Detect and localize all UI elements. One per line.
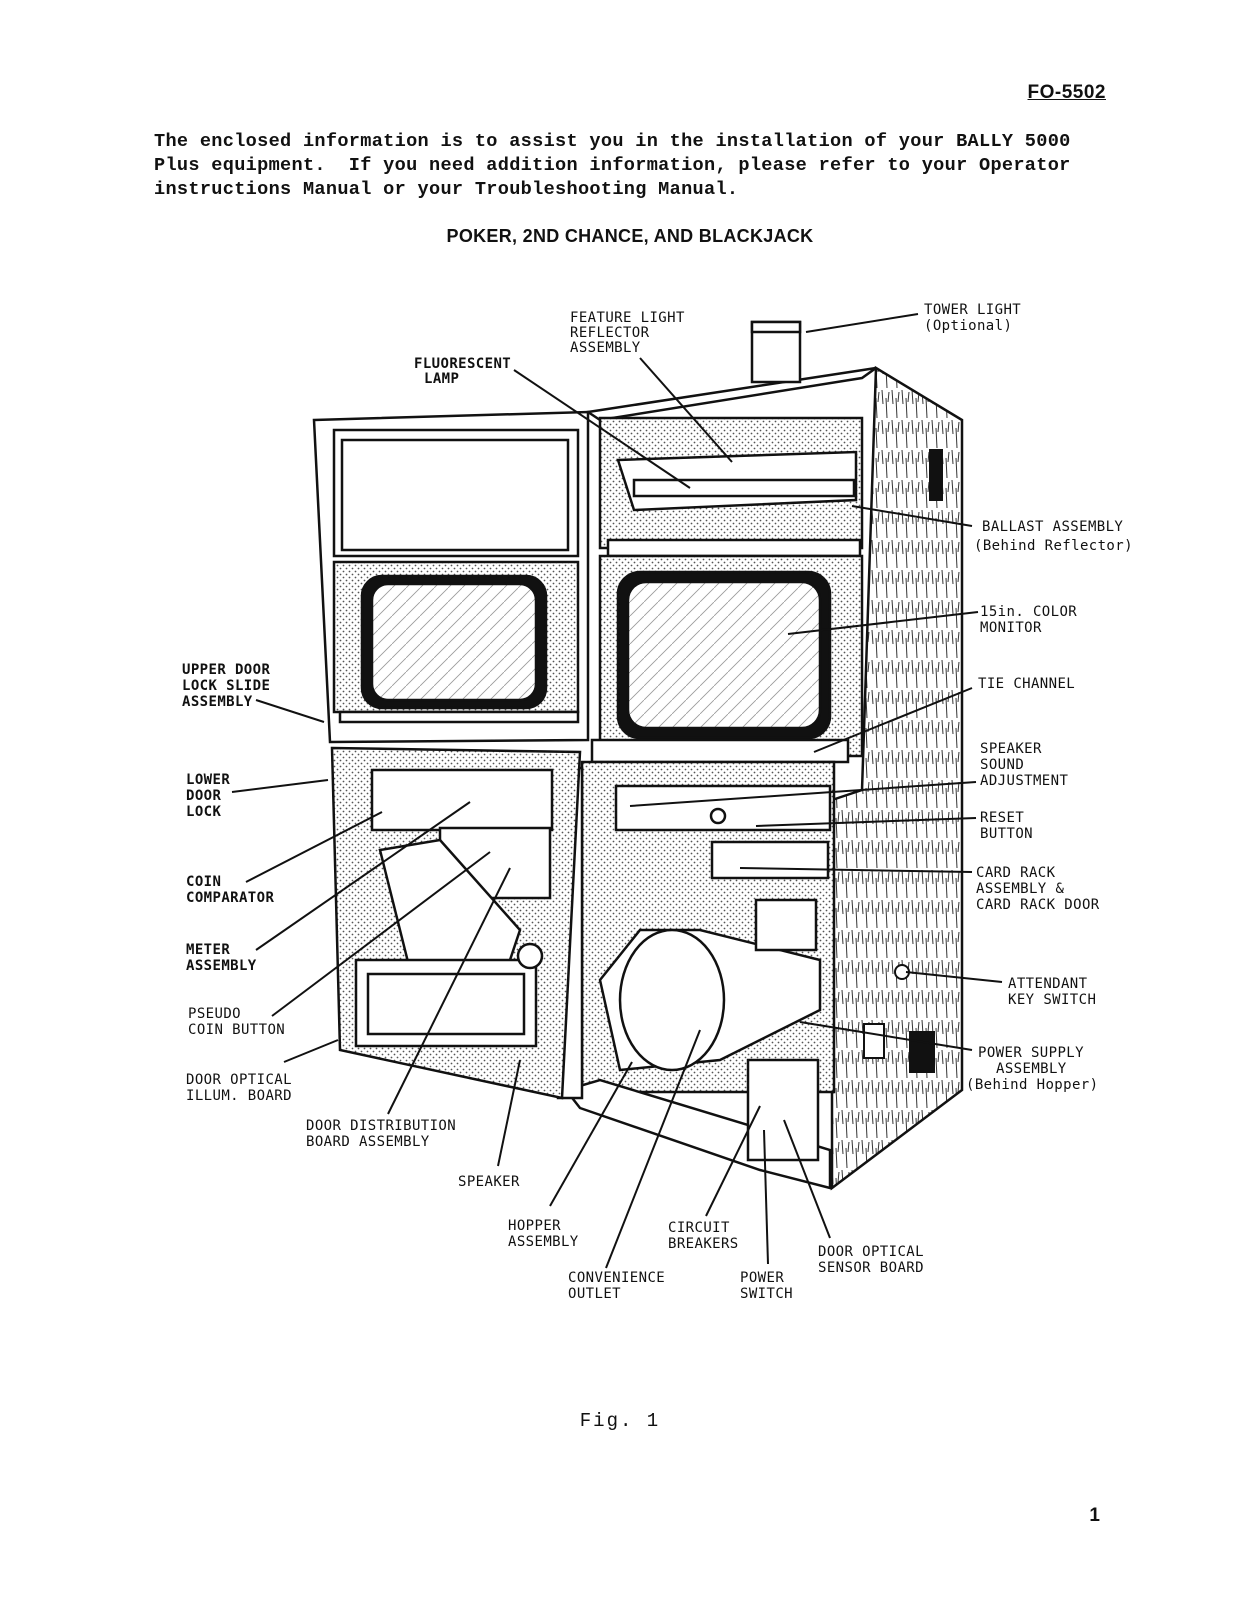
label-door-distribution: DOOR DISTRIBUTION BOARD ASSEMBLY xyxy=(306,1118,465,1150)
leader-pseudo xyxy=(271,851,491,1017)
leader-lower-door xyxy=(231,779,329,793)
leader-reset xyxy=(755,817,977,827)
leader-tie-channel xyxy=(813,687,973,753)
label-tie-channel: TIE CHANNEL xyxy=(978,676,1075,692)
leader-card-rack xyxy=(739,867,973,873)
label-lower-door-lock: LOWER DOOR LOCK xyxy=(186,772,239,820)
callout-labels: TOWER LIGHT (Optional) FEATURE LIGHT REF… xyxy=(182,302,1133,1302)
label-meter-assembly: METER ASSEMBLY xyxy=(186,942,257,974)
label-speaker-sound: SPEAKER SOUND ADJUSTMENT xyxy=(980,741,1068,789)
leader-ballast xyxy=(851,505,973,527)
intro-paragraph: The enclosed information is to assist yo… xyxy=(154,130,1114,202)
label-convenience-outlet: CONVENIENCE OUTLET xyxy=(568,1270,674,1302)
label-tower-light: TOWER LIGHT (Optional) xyxy=(924,302,1030,334)
leader-meter xyxy=(255,801,471,951)
leader-attendant xyxy=(905,971,1003,983)
leader-upper-door xyxy=(255,699,325,723)
tower-light-shape xyxy=(750,320,802,384)
label-hopper-assembly: HOPPER ASSEMBLY xyxy=(508,1218,579,1250)
leader-monitor xyxy=(787,611,979,635)
page-number: 1 xyxy=(1089,1505,1100,1526)
leader-power-supply xyxy=(799,1021,973,1051)
label-speaker: SPEAKER xyxy=(458,1174,520,1190)
side-panel-details xyxy=(863,449,943,1073)
leader-speaker-sound xyxy=(629,781,977,807)
leader-door-opt-illum xyxy=(283,1039,339,1063)
leader-door-dist xyxy=(387,867,511,1115)
section-heading: POKER, 2ND CHANCE, AND BLACKJACK xyxy=(446,226,814,246)
label-power-supply: POWER SUPPLY ASSEMBLY (Behind Hopper) xyxy=(966,1045,1098,1093)
label-door-optical-sensor: DOOR OPTICAL SENSOR BOARD xyxy=(818,1244,933,1276)
leader-tower-light xyxy=(805,313,919,333)
leader-circuit xyxy=(705,1105,761,1217)
intro-line-1: The enclosed information is to assist yo… xyxy=(154,131,1071,152)
label-upper-door-lock: UPPER DOOR LOCK SLIDE ASSEMBLY xyxy=(182,662,279,710)
leader-hopper xyxy=(549,1061,633,1207)
cabinet-door xyxy=(312,410,590,1100)
leader-speaker xyxy=(497,1059,521,1167)
figure-caption: Fig. 1 xyxy=(579,1410,661,1432)
document-number: FO-5502 xyxy=(1027,82,1106,103)
leader-coin-comparator xyxy=(245,811,383,883)
label-attendant-key: ATTENDANT KEY SWITCH xyxy=(1008,976,1096,1008)
label-circuit-breakers: CIRCUIT BREAKERS xyxy=(668,1220,739,1252)
intro-line-3: instructions Manual or your Troubleshoot… xyxy=(154,179,739,200)
label-coin-comparator: COIN COMPARATOR xyxy=(186,874,274,906)
leader-door-opt-sensor xyxy=(783,1119,831,1239)
label-power-switch: POWER SWITCH xyxy=(740,1270,793,1302)
label-card-rack: CARD RACK ASSEMBLY & CARD RACK DOOR xyxy=(976,865,1100,913)
cabinet-body xyxy=(556,365,964,1191)
label-ballast: BALLAST ASSEMBLY (Behind Reflector) xyxy=(974,519,1133,554)
leader-feature-light xyxy=(639,357,733,463)
label-reset-button: RESET BUTTON xyxy=(980,810,1033,842)
label-fluorescent-lamp: FLUORESCENT LAMP xyxy=(414,356,520,387)
leader-power-switch xyxy=(763,1129,769,1265)
label-feature-light: FEATURE LIGHT REFLECTOR ASSEMBLY xyxy=(570,310,694,356)
leader-convenience xyxy=(605,1029,701,1269)
label-monitor: 15in. COLOR MONITOR xyxy=(980,604,1086,636)
intro-line-2: Plus equipment. If you need addition inf… xyxy=(154,155,1071,176)
label-door-optical-illum: DOOR OPTICAL ILLUM. BOARD xyxy=(186,1072,301,1104)
leader-lines xyxy=(231,313,1003,1269)
leader-fluorescent xyxy=(513,369,691,489)
label-pseudo-coin: PSEUDO COIN BUTTON xyxy=(188,1006,285,1038)
